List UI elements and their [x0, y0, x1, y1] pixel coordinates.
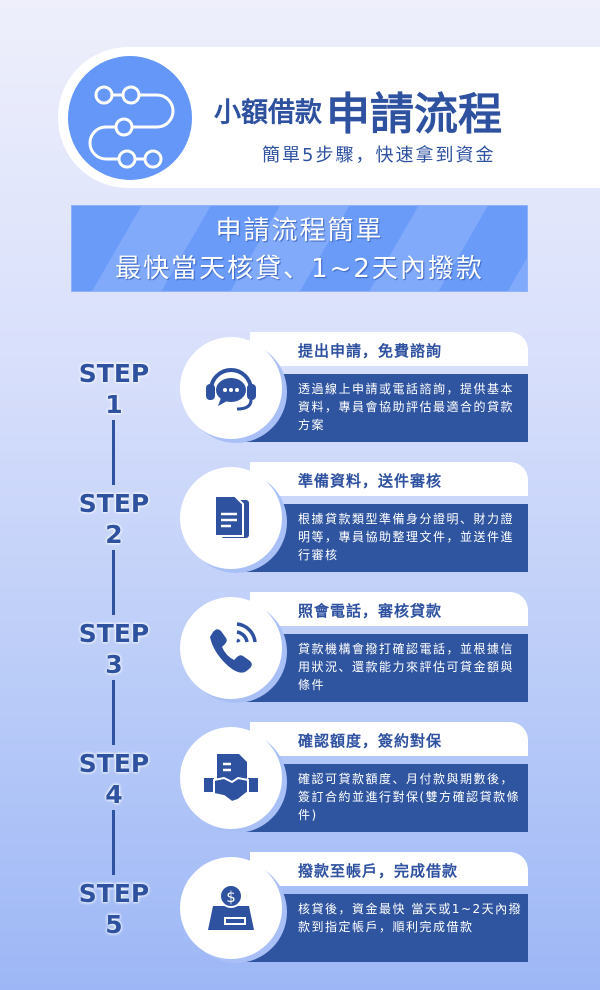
- step-card: 提出申請，免費諮詢 透過線上申請或電話諮詢，提供基本資料，專員會協助評估最適合的…: [180, 332, 530, 450]
- step-word: STEP: [78, 359, 150, 388]
- document-icon: [180, 467, 282, 569]
- step-desc-box: [235, 894, 528, 962]
- step-title-bar: [250, 722, 528, 756]
- summary-banner: 申請流程簡單 最快當天核貸、1~2天內撥款: [71, 205, 528, 292]
- banner-line-1: 申請流程簡單: [215, 216, 384, 246]
- step-description: 確認可貸款額度、月付款與期數後，簽訂合約並進行對保(雙方確認貸款條件): [298, 772, 521, 822]
- timeline-connector: [112, 550, 115, 615]
- step-card: 照會電話，審核貸款 貸款機構會撥打確認電話，並根據信用狀況、還款能力來評估可貸金…: [180, 592, 530, 710]
- page-subtitle: 簡單5步驟，快速拿到資金: [262, 145, 496, 166]
- page-title: 小額借款申請流程: [214, 78, 502, 142]
- step-title: 提出申請，免費諮詢: [298, 342, 443, 360]
- step-title: 撥款至帳戶，完成借款: [298, 862, 459, 880]
- step-title-bar: [250, 592, 528, 626]
- step-description: 透過線上申請或電話諮詢，提供基本資料，專員會協助評估最適合的貸款方案: [298, 382, 515, 432]
- step-number: 4: [105, 780, 123, 809]
- banner-line-2: 最快當天核貸、1~2天內撥款: [115, 254, 484, 284]
- step-desc-box: [235, 764, 528, 832]
- step-word: STEP: [78, 879, 150, 908]
- step-number: 3: [105, 650, 123, 679]
- step-desc-box: [235, 504, 528, 572]
- step-word: STEP: [78, 489, 150, 518]
- timeline-connector: [112, 810, 115, 875]
- headset-chat-icon: [180, 337, 282, 439]
- step-word: STEP: [78, 749, 150, 778]
- step-title: 準備資料，送件審核: [298, 472, 443, 490]
- step-card: 準備資料，送件審核 根據貸款類型準備身分證明、財力證明等，專員協助整理文件，並送…: [180, 462, 530, 580]
- step-description: 核貸後，資金最快 當天或1~2天內撥款到指定帳戶，順利完成借款: [298, 902, 523, 934]
- workflow-icon: [68, 56, 192, 180]
- title-prefix: 小額借款: [214, 97, 322, 129]
- step-title: 確認額度，簽約對保: [298, 732, 443, 750]
- step-number: 1: [105, 390, 123, 419]
- step-title-bar: [250, 462, 528, 496]
- step-title-bar: [250, 332, 528, 366]
- step-number: 5: [105, 910, 123, 939]
- step-card: 確認額度，簽約對保 確認可貸款額度、月付款與期數後，簽訂合約並進行對保(雙方確認…: [180, 722, 530, 840]
- title-main: 申請流程: [326, 89, 502, 140]
- step-card: $ 撥款至帳戶，完成借款 核貸後，資金最快 當天或1~2天內撥款到指定帳戶，順利…: [180, 852, 530, 970]
- step-desc-box: [235, 634, 528, 702]
- phone-call-icon: [180, 597, 282, 699]
- money-deposit-icon: $: [180, 857, 282, 959]
- step-title-bar: [250, 852, 528, 886]
- step-title: 照會電話，審核貸款: [298, 602, 443, 620]
- svg-text:$: $: [226, 888, 236, 906]
- handshake-contract-icon: [180, 727, 282, 829]
- timeline-connector: [112, 680, 115, 745]
- timeline-connector: [112, 420, 115, 485]
- step-desc-box: [235, 374, 528, 442]
- step-description: 貸款機構會撥打確認電話，並根據信用狀況、還款能力來評估可貸金額與條件: [298, 642, 515, 692]
- step-description: 根據貸款類型準備身分證明、財力證明等，專員協助整理文件，並送件進行審核: [298, 512, 515, 562]
- step-word: STEP: [78, 619, 150, 648]
- step-number: 2: [105, 520, 123, 549]
